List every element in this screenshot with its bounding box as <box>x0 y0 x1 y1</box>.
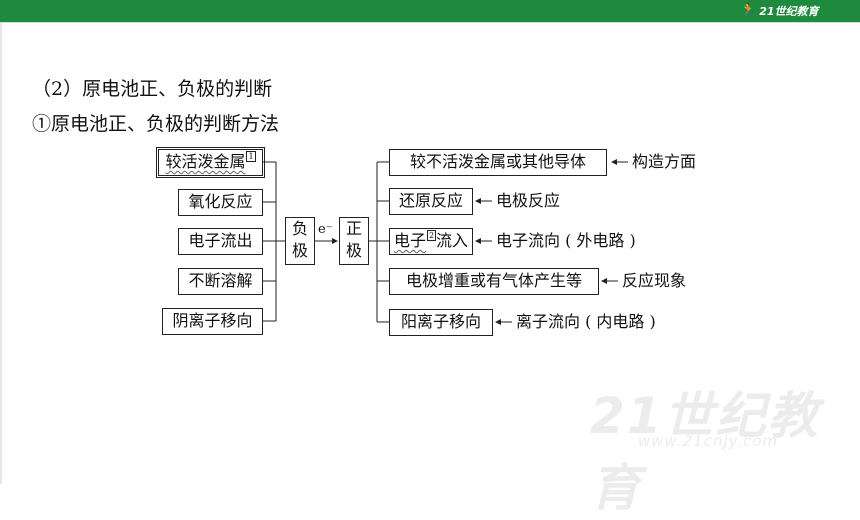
note-structure: 构造方面 <box>632 152 697 171</box>
item-cation-toward-label: 阳离子移向 <box>400 312 481 331</box>
item-cation-toward: 阳离子移向 <box>389 309 493 336</box>
positive-pole-box: 正极 <box>339 217 369 265</box>
negative-pole-box: 负极 <box>285 217 315 265</box>
diagram-connectors <box>263 159 628 325</box>
header-bar <box>0 0 860 22</box>
negative-pole-label: 负极 <box>292 219 309 260</box>
item-reduction-label: 还原反应 <box>398 191 463 210</box>
item-active-metal-label: 较活泼金属 <box>165 152 246 171</box>
electron-label: e⁻ <box>318 222 333 237</box>
item-reduction: 还原反应 <box>389 188 473 215</box>
item-anion-toward: 阴离子移向 <box>162 308 263 335</box>
item-electron-in-label-a: 电子 <box>393 231 426 250</box>
item-dissolving-label: 不断溶解 <box>188 271 253 290</box>
header-divider <box>0 22 860 23</box>
watermark-url: www.21cnjy.com <box>638 432 779 450</box>
item-anion-toward-label: 阴离子移向 <box>172 311 253 330</box>
item-dissolving: 不断溶解 <box>178 268 263 295</box>
footnote-marker-1: 1 <box>246 151 256 162</box>
note-ion-flow: 离子流向 ( 内电路 ) <box>516 312 656 331</box>
positive-pole-label: 正极 <box>346 219 363 260</box>
note-electrode-reaction: 电极反应 <box>496 191 561 210</box>
item-inactive-metal-label: 较不活泼金属或其他导体 <box>409 152 586 171</box>
note-phenomenon: 反应现象 <box>622 271 687 290</box>
item-inactive-metal: 较不活泼金属或其他导体 <box>389 149 607 176</box>
note-electron-flow: 电子流向 ( 外电路 ) <box>496 231 636 250</box>
brand-logo: 🏃 21世纪教育 <box>740 2 819 20</box>
runner-icon: 🏃 <box>740 3 757 18</box>
item-mass-gain-label: 电极增重或有气体产生等 <box>405 271 582 290</box>
footnote-marker-2: 2 <box>426 230 437 241</box>
item-oxidation: 氧化反应 <box>178 189 263 216</box>
item-mass-gain: 电极增重或有气体产生等 <box>389 268 599 295</box>
item-oxidation-label: 氧化反应 <box>188 192 253 211</box>
watermark: 21世纪教育 www.21cnjy.com <box>550 376 850 517</box>
item-electron-out: 电子流出 <box>178 228 263 255</box>
subsection-heading: ①原电池正、负极的判断方法 <box>32 113 280 135</box>
left-border <box>0 23 2 484</box>
item-electron-out-label: 电子流出 <box>188 231 253 250</box>
section-heading: （2）原电池正、负极的判断 <box>32 78 273 100</box>
brand-text: 21世纪教育 <box>759 5 819 18</box>
item-electron-in-label-b: 流入 <box>436 231 469 250</box>
